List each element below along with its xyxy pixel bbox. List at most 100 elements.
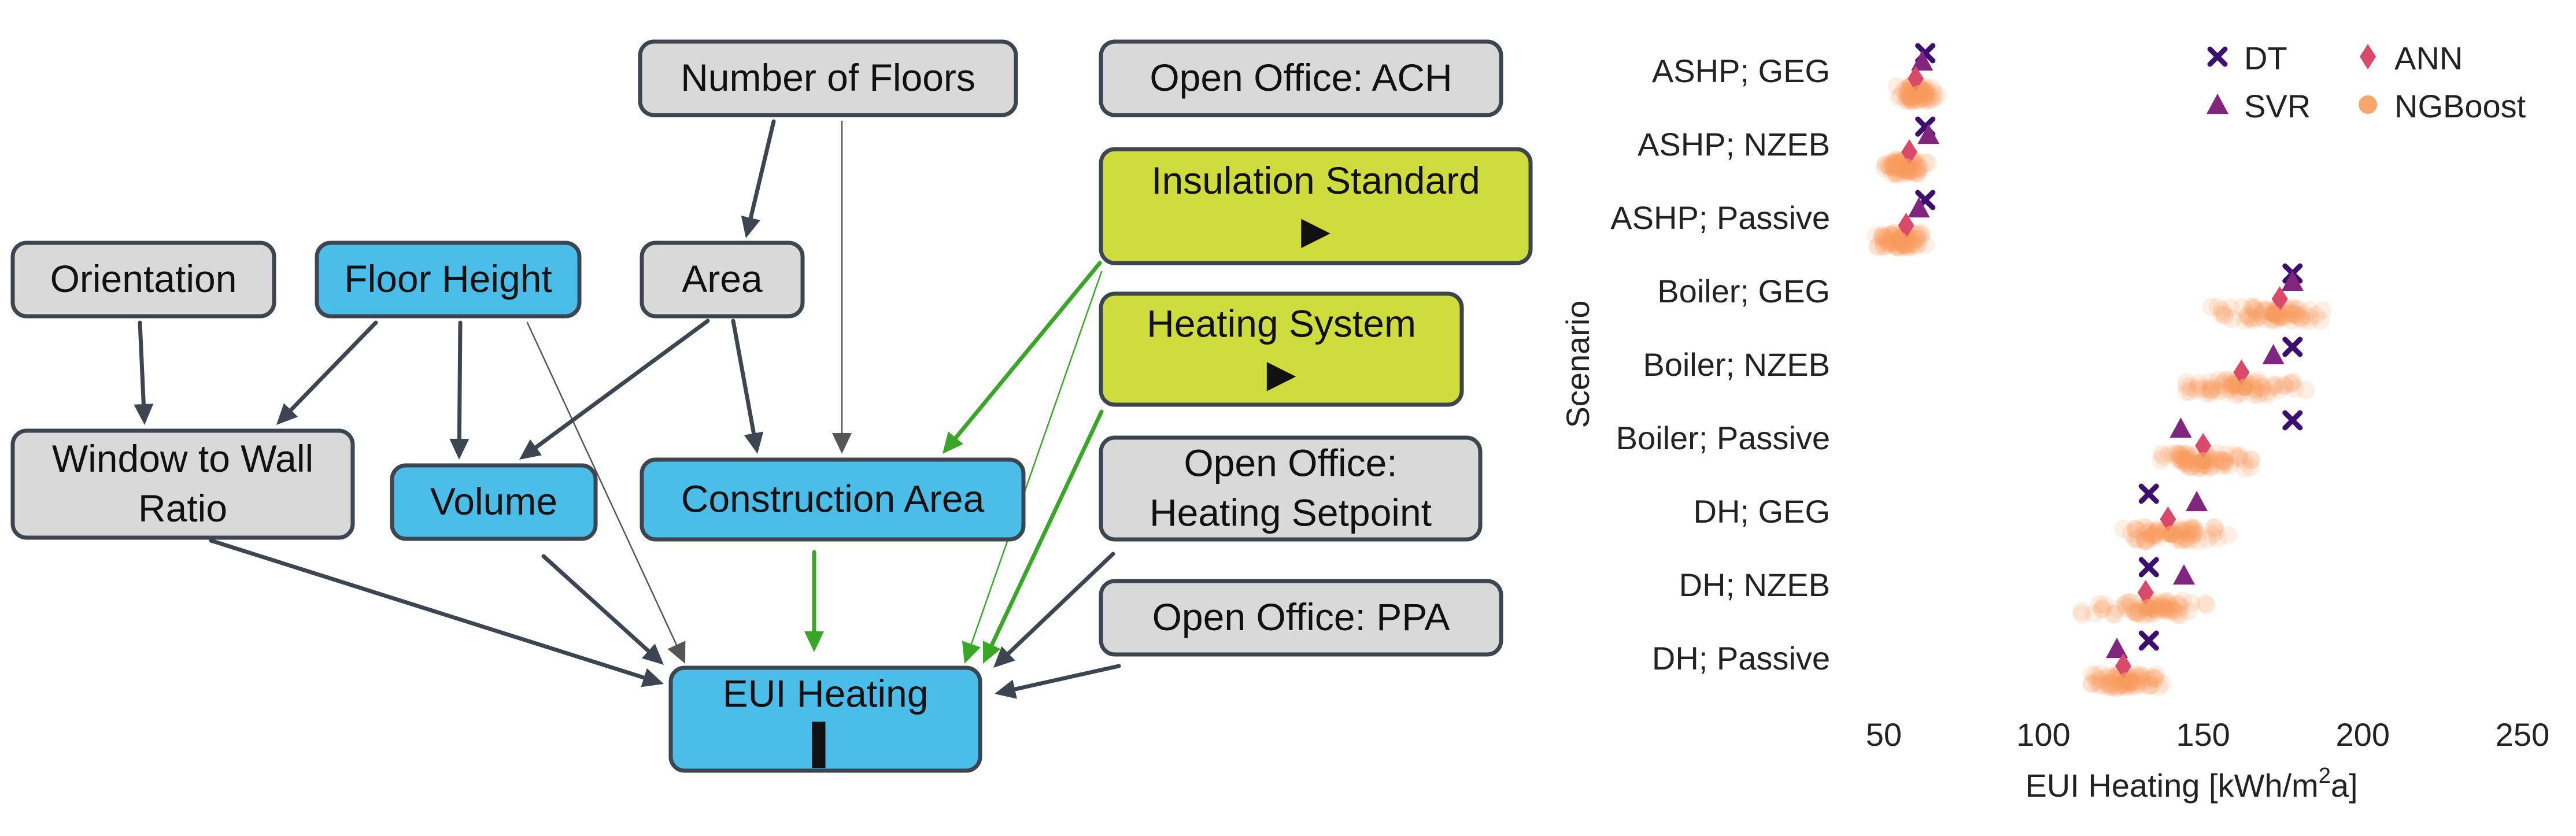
ngboost-point (1924, 83, 1943, 102)
ngboost-point (1882, 157, 1901, 176)
ngboost-point (2177, 453, 2196, 472)
ann-point (2233, 360, 2250, 385)
ngboost-point (2179, 449, 2198, 468)
ngboost-point (2176, 528, 2196, 548)
ngboost-point (2183, 520, 2202, 539)
node-box (638, 39, 1018, 117)
edge-floor_height-to-volume (449, 320, 470, 460)
ngboost-point (2212, 457, 2231, 476)
ngboost-point (2235, 311, 2254, 330)
ngboost-point (2147, 520, 2166, 539)
ngboost-point (2189, 373, 2208, 393)
ngboost-point (2176, 530, 2196, 549)
ngboost-point (2176, 450, 2196, 469)
edge-wwr-to-eui (209, 538, 664, 687)
legend-label: SVR (2244, 88, 2311, 124)
diagram-edges (134, 119, 1121, 699)
ngboost-point (2158, 594, 2177, 613)
ngboost-point (2179, 457, 2198, 476)
legend-marker (2360, 44, 2376, 69)
ngboost-point (2171, 605, 2190, 624)
ngboost-point (1875, 159, 1894, 178)
ngboost-point (2139, 676, 2159, 695)
ngboost-point (2197, 595, 2216, 615)
legend-item-svr: SVR (2207, 88, 2311, 124)
ngboost-point (2142, 526, 2161, 545)
ngboost-point (2285, 379, 2304, 398)
y-tick-label: DH; Passive (1652, 640, 1830, 676)
ngboost-point (1882, 153, 1901, 172)
ngboost-point (1876, 155, 1895, 174)
ngboost-point (2200, 380, 2219, 399)
node-label: Construction Area (681, 477, 985, 520)
x-tick-label: 250 (2496, 716, 2549, 753)
ngboost-center-point (2140, 599, 2158, 616)
ngboost-point (2220, 375, 2239, 394)
ngboost-point (2119, 592, 2138, 611)
ngboost-point (2301, 308, 2320, 327)
ngboost-point (1884, 157, 1904, 176)
ngboost-point (2202, 526, 2222, 545)
ngboost-point (2181, 518, 2200, 537)
ngboost-point (2082, 674, 2101, 693)
ngboost-point (2212, 305, 2231, 324)
ngboost-point (2213, 374, 2232, 393)
ngboost-point (2178, 453, 2197, 472)
ngboost-point (2187, 524, 2207, 543)
ngboost-point (2143, 526, 2163, 545)
ngboost-point (2098, 677, 2117, 696)
node-volume: Volume (390, 463, 598, 541)
ngboost-point (2139, 523, 2159, 542)
ngboost-point (2137, 519, 2156, 538)
ngboost-point (1880, 157, 1899, 176)
ngboost-point (2152, 445, 2171, 464)
ngboost-point (1879, 156, 1898, 175)
ngboost-point (2137, 531, 2156, 550)
ngboost-point (2283, 372, 2302, 391)
ngboost-point (1916, 153, 1935, 172)
ngboost-point (2244, 298, 2263, 317)
ngboost-point (2136, 532, 2155, 551)
legend-item-ann: ANN (2360, 40, 2463, 76)
ngboost-point (2290, 308, 2309, 327)
node-box (640, 241, 805, 319)
node-ach: Open Office: ACH (1099, 39, 1503, 117)
ngboost-point (1868, 237, 1887, 256)
ngboost-point (1894, 81, 1913, 100)
ngboost-center-point (2162, 526, 2180, 543)
svr-point (2281, 271, 2304, 291)
ngboost-point (2115, 595, 2134, 614)
node-orientation: Orientation (10, 241, 276, 319)
ngboost-point (2296, 305, 2315, 324)
ngboost-point (2292, 310, 2311, 330)
ngboost-point (2170, 449, 2189, 468)
ngboost-point (2197, 384, 2216, 403)
node-box (1099, 39, 1503, 117)
ngboost-point (2131, 668, 2150, 687)
ngboost-point (2201, 383, 2220, 402)
arrowhead (943, 431, 964, 454)
ngboost-point (1906, 230, 1925, 249)
ngboost-point (2182, 524, 2201, 543)
ngboost-point (2283, 298, 2302, 317)
ngboost-point (2101, 678, 2120, 697)
ngboost-point (2123, 601, 2142, 620)
ngboost-point (1910, 229, 1930, 248)
ngboost-point (2093, 600, 2112, 619)
ngboost-points (1867, 77, 2332, 698)
ngboost-point (2239, 305, 2258, 324)
ngboost-point (2135, 517, 2154, 537)
ngboost-point (2244, 311, 2263, 330)
ngboost-point (2208, 298, 2227, 317)
node-label: Window to Wall (52, 437, 313, 480)
ngboost-point (2178, 376, 2197, 395)
ngboost-point (2100, 676, 2119, 695)
ngboost-point (1897, 84, 1916, 103)
ngboost-point (2100, 674, 2119, 693)
node-eui: EUI Heating▌ (668, 665, 982, 773)
y-tick-label: ASHP; NZEB (1638, 126, 1830, 162)
node-floor-height: Floor Height (315, 241, 582, 319)
ngboost-point (2179, 531, 2198, 550)
